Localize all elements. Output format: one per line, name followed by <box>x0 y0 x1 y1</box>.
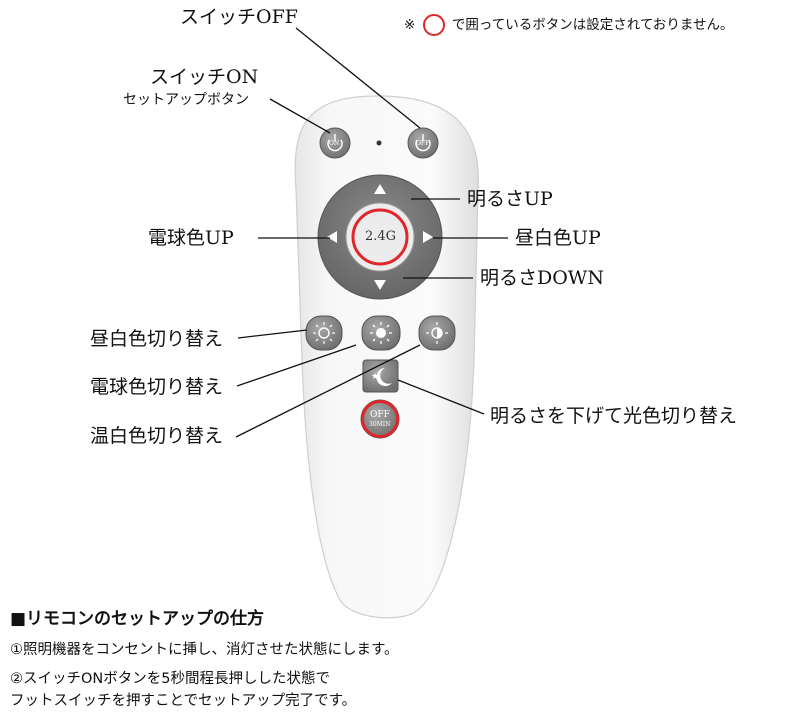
setup-step-1: ①照明機器をコンセントに挿し、消灯させた状態にします。 <box>10 642 399 658</box>
arrow-left-icon[interactable] <box>327 231 337 243</box>
off-button-text: OFF <box>416 140 430 147</box>
dim-toggle-button[interactable]: ★ <box>362 359 399 393</box>
arrow-down-icon[interactable] <box>374 280 386 290</box>
star-icon: ★ <box>371 372 379 382</box>
bulb-color-up-label: 電球色UP <box>148 227 234 249</box>
dim-toggle-label: 明るさを下げて光色切り替え <box>490 405 738 427</box>
note-prefix: ※ <box>404 17 416 33</box>
unassigned-note: ※ で囲っているボタンは設定されておりません。 <box>404 13 734 36</box>
bulb-color-toggle-label: 電球色切り替え <box>90 376 224 398</box>
setup-heading: ■リモコンのセットアップの仕方 <box>10 609 265 629</box>
timer-off-button[interactable] <box>360 399 400 439</box>
warm-white-toggle-button[interactable] <box>418 315 456 351</box>
timer-button-subtext: 30MIN <box>369 421 391 428</box>
moon-icon <box>376 368 392 386</box>
red-circle-icon <box>422 14 445 36</box>
setup-button-label: セットアップボタン <box>123 92 249 108</box>
arrow-up-icon[interactable] <box>374 184 386 194</box>
switch-on-button[interactable] <box>319 127 351 159</box>
setup-instructions: ■リモコンのセットアップの仕方 ①照明機器をコンセントに挿し、消灯させた状態にし… <box>10 604 790 712</box>
switch-on-label: スイッチON <box>150 66 259 88</box>
setup-step-2b: フットスイッチを押すことでセットアップ完了です。 <box>10 693 357 709</box>
leader-lines <box>235 27 508 438</box>
dpad[interactable] <box>317 174 443 300</box>
switch-off-label: スイッチOFF <box>180 6 298 28</box>
daylight-up-label: 昼白色UP <box>515 227 601 249</box>
switch-off-button[interactable] <box>407 127 439 159</box>
daylight-toggle-button[interactable] <box>305 315 343 351</box>
warm-white-toggle-label: 温白色切り替え <box>90 425 224 447</box>
bulb-color-toggle-button[interactable] <box>361 315 401 351</box>
brightness-up-label: 明るさUP <box>467 188 553 210</box>
daylight-toggle-label: 昼白色切り替え <box>90 328 224 350</box>
arrow-right-icon[interactable] <box>423 231 433 243</box>
on-button-text: ON <box>329 140 340 147</box>
center-button-text: 2.4G <box>365 229 397 244</box>
note-text: で囲っているボタンは設定されておりません。 <box>451 17 734 33</box>
indicator-led <box>376 140 382 146</box>
setup-step-2a: ②スイッチONボタンを5秒間程長押しした状態で <box>10 671 330 687</box>
brightness-down-label: 明るさDOWN <box>480 267 604 289</box>
timer-button-text: OFF <box>370 410 390 420</box>
